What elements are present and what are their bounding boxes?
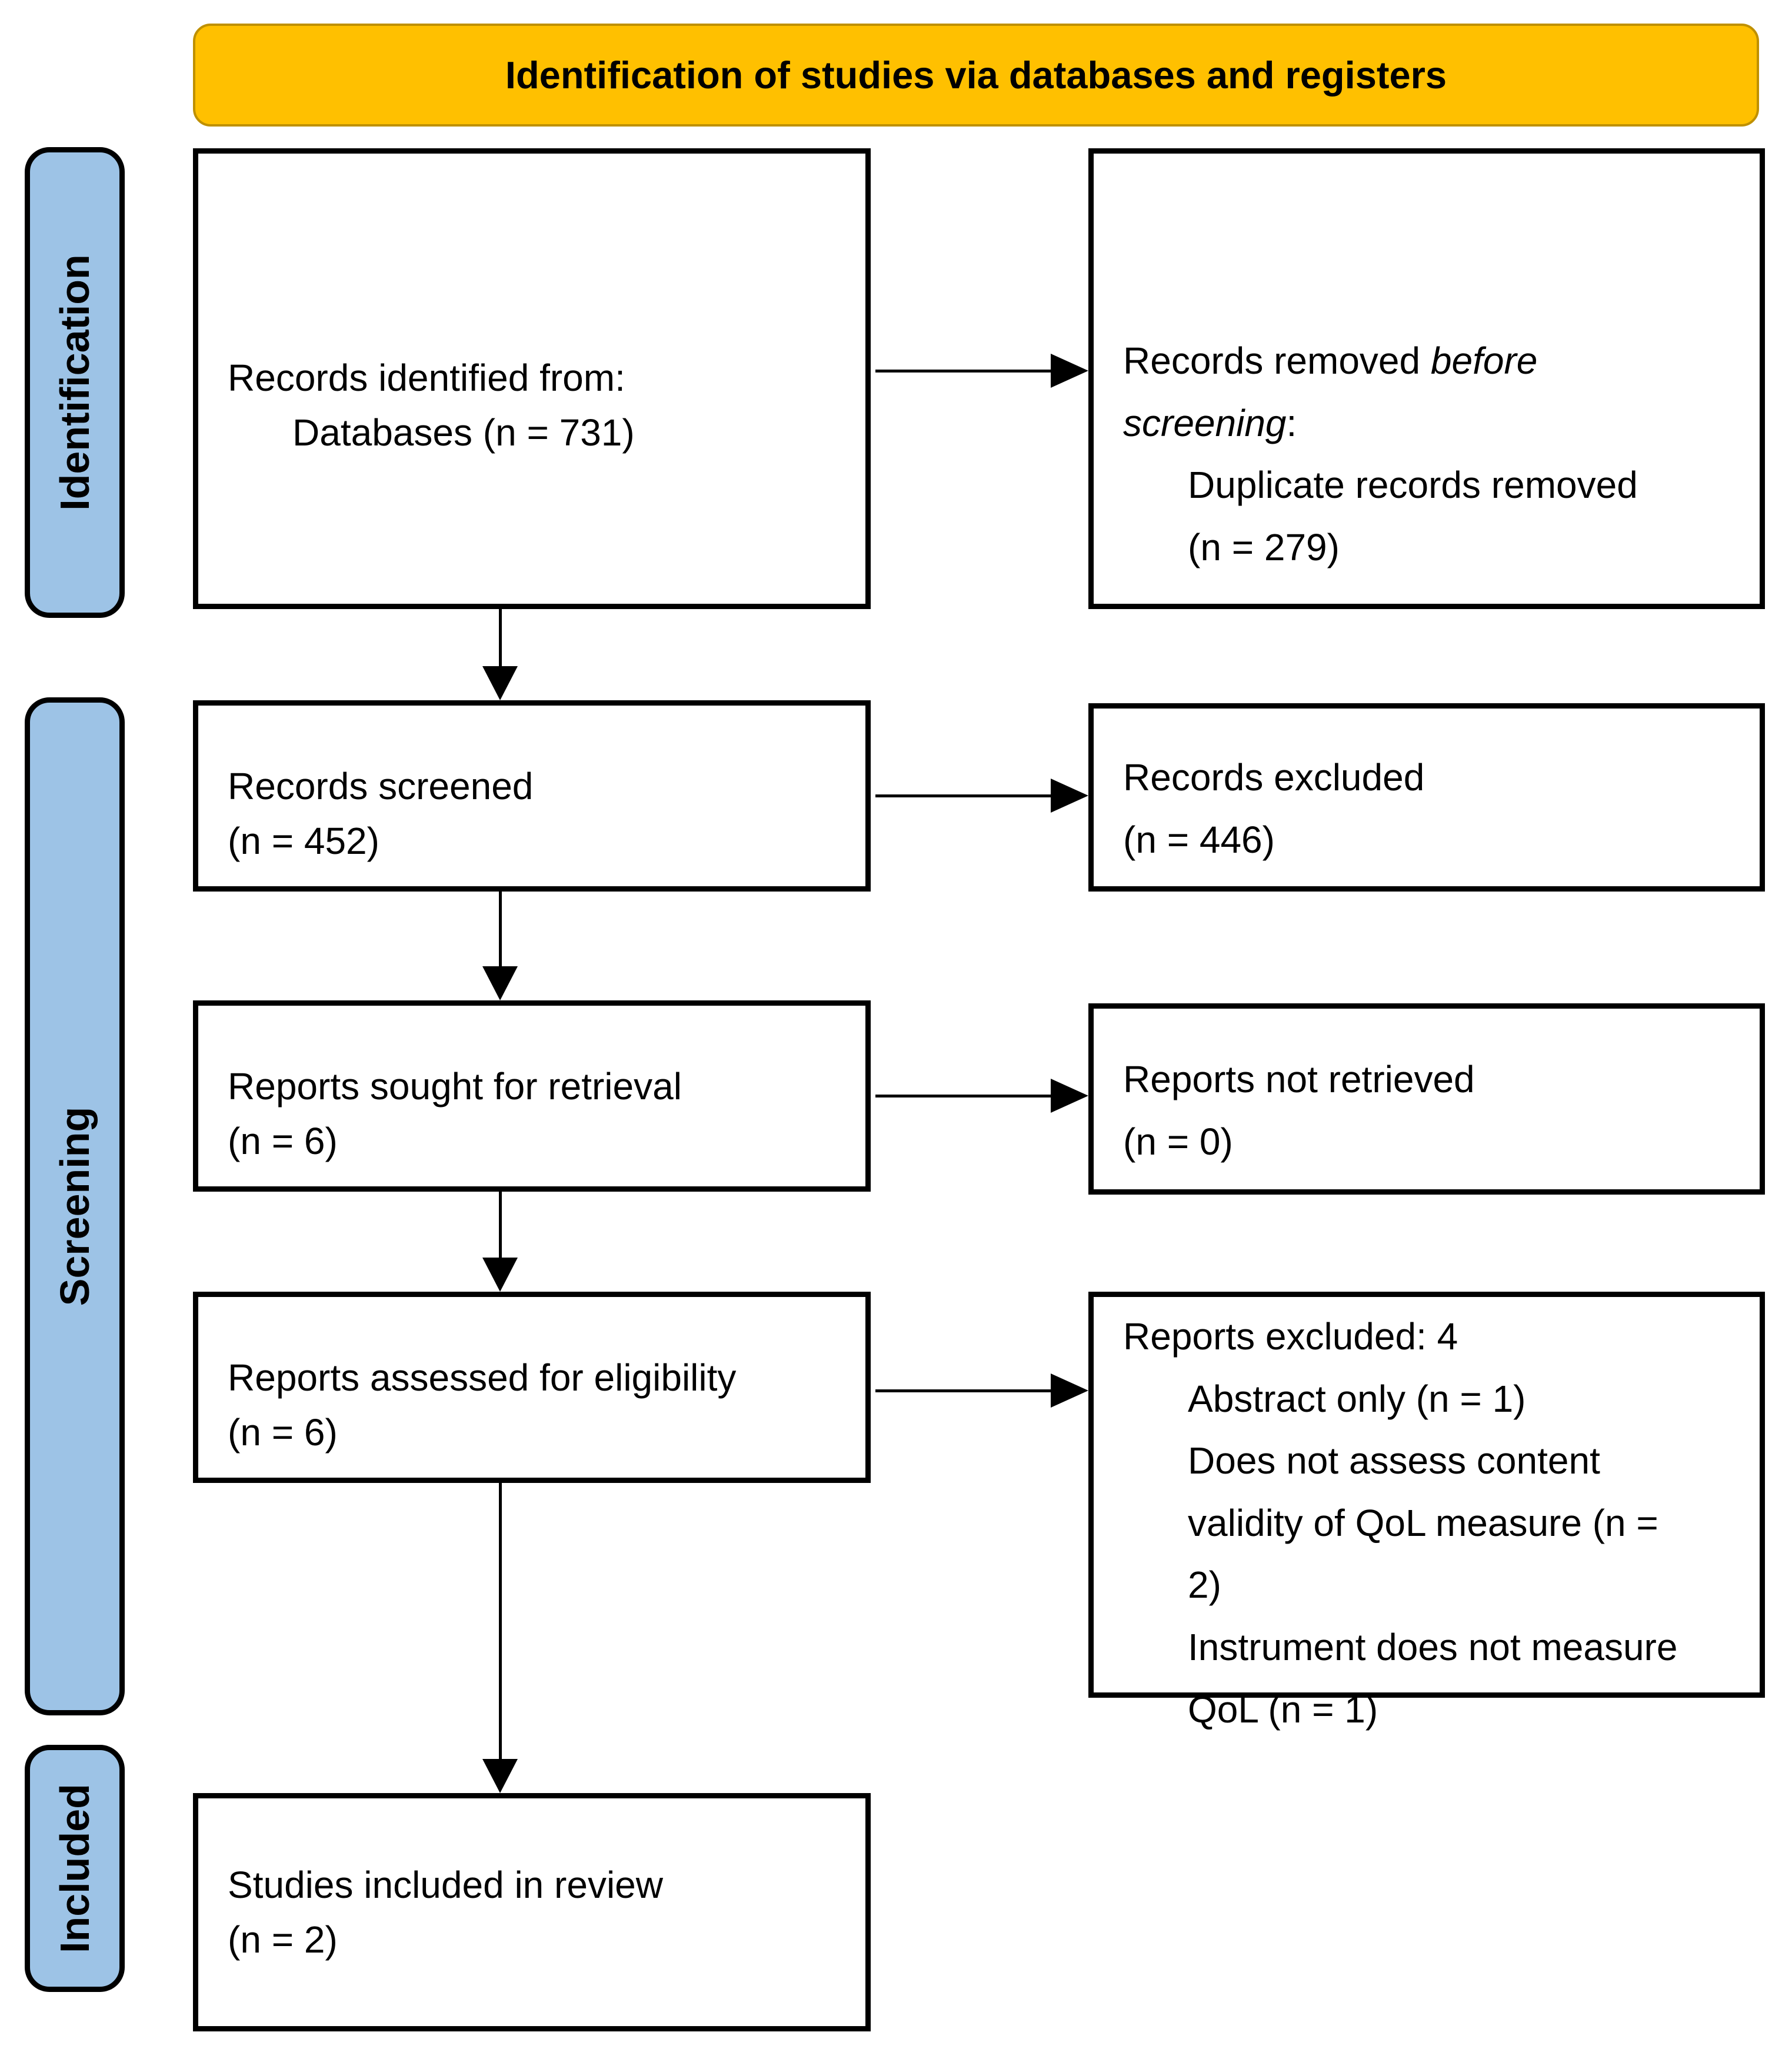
reports-not-retrieved-line2: (n = 0) — [1123, 1120, 1233, 1163]
box-reports-sought: Reports sought for retrieval (n = 6) — [193, 1000, 871, 1192]
header-banner: Identification of studies via databases … — [193, 24, 1759, 127]
box-records-excluded: Records excluded (n = 446) — [1088, 703, 1765, 892]
records-screened-line2: (n = 452) — [228, 819, 379, 862]
arrow-identified-to-screened-stem — [499, 609, 502, 669]
arrow-identified-to-screened-head-icon — [482, 666, 518, 700]
arrow-assessed-to-included-stem — [499, 1483, 502, 1761]
box-reports-assessed: Reports assessed for eligibility (n = 6) — [193, 1292, 871, 1483]
arrow-identified-to-removed-head-icon — [1051, 354, 1088, 388]
reports-not-retrieved-line1: Reports not retrieved — [1123, 1057, 1475, 1100]
box-studies-included: Studies included in review (n = 2) — [193, 1793, 871, 2031]
stage-identification: Identification — [25, 147, 125, 618]
arrow-assessed-to-included-head-icon — [482, 1759, 518, 1793]
arrow-sought-to-assessed-head-icon — [482, 1258, 518, 1292]
records-excluded-line1: Records excluded — [1123, 756, 1425, 799]
records-removed-item: Duplicate records removed (n = 279) — [1188, 464, 1638, 568]
arrow-sought-to-assessed-stem — [499, 1192, 502, 1260]
studies-included-line1: Studies included in review — [228, 1863, 663, 1906]
header-title: Identification of studies via databases … — [505, 54, 1447, 97]
stage-included: Included — [25, 1745, 125, 1992]
box-records-removed: Records removed before screening: Duplic… — [1088, 148, 1765, 609]
arrow-screened-to-excluded-head-icon — [1051, 779, 1088, 813]
box-reports-not-retrieved: Reports not retrieved (n = 0) — [1088, 1003, 1765, 1195]
reports-assessed-line1: Reports assessed for eligibility — [228, 1356, 737, 1399]
reports-assessed-line2: (n = 6) — [228, 1411, 338, 1454]
reports-excluded-item: Abstract only (n = 1) — [1188, 1377, 1526, 1420]
records-excluded-line2: (n = 446) — [1123, 819, 1275, 861]
box-reports-excluded: Reports excluded: 4 Abstract only (n = 1… — [1088, 1292, 1765, 1731]
records-identified-line1: Records identified from: — [228, 356, 625, 399]
records-removed-intro-italic: before screening — [1123, 340, 1538, 444]
arrow-screened-to-sought-stem — [499, 892, 502, 969]
records-removed-intro: Records removed before screening: — [1123, 330, 1688, 454]
reports-sought-line2: (n = 6) — [228, 1119, 338, 1162]
arrow-sought-to-not-retrieved-stem — [875, 1095, 1052, 1097]
box-records-identified: Records identified from: Databases (n = … — [193, 148, 871, 609]
records-identified-line2: Databases (n = 731) — [292, 411, 635, 454]
arrow-screened-to-sought-head-icon — [482, 966, 518, 1000]
records-screened-line1: Records screened — [228, 764, 534, 807]
records-removed-intro-pre: Records removed — [1123, 340, 1431, 382]
box-records-screened: Records screened (n = 452) — [193, 700, 871, 892]
arrow-assessed-to-reports-excluded-stem — [875, 1389, 1052, 1392]
stage-identification-label: Identification — [52, 254, 98, 511]
studies-included-line2: (n = 2) — [228, 1918, 338, 1961]
arrow-assessed-to-reports-excluded-head-icon — [1051, 1373, 1088, 1408]
records-removed-intro-colon: : — [1286, 401, 1297, 444]
reports-sought-line1: Reports sought for retrieval — [228, 1065, 682, 1108]
stage-screening-label: Screening — [52, 1106, 98, 1306]
reports-excluded-title: Reports excluded: 4 — [1123, 1315, 1458, 1358]
arrow-sought-to-not-retrieved-head-icon — [1051, 1079, 1088, 1113]
stage-included-label: Included — [52, 1784, 98, 1953]
arrow-identified-to-removed-stem — [875, 370, 1052, 373]
reports-excluded-item: Instrument does not measure QoL (n = 1) — [1188, 1625, 1678, 1731]
arrow-screened-to-excluded-stem — [875, 794, 1052, 797]
reports-excluded-item: Does not assess content validity of QoL … — [1188, 1439, 1658, 1607]
stage-screening: Screening — [25, 697, 125, 1715]
